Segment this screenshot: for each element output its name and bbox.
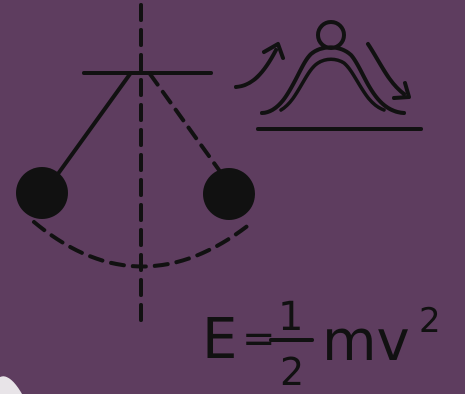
- formula-denominator: 2: [280, 350, 304, 394]
- kinetic-energy-formula: E = 1 2 mv 2: [202, 294, 441, 394]
- board-corner-highlight: [0, 376, 22, 394]
- motion-arrowhead-up: [262, 42, 285, 60]
- bell-curve-with-person-icon: [234, 20, 423, 131]
- pendulum-bob-right: [203, 168, 255, 220]
- person-head: [316, 20, 346, 50]
- pendulum-string-dashed: [148, 72, 221, 172]
- pendulum-icon: [16, 3, 255, 324]
- pendulum-bob-left: [16, 167, 68, 219]
- pendulum-string: [53, 72, 132, 180]
- formula-lhs: E: [202, 307, 237, 372]
- motion-arrow-up: [234, 48, 278, 89]
- motion-arrowhead-down: [392, 81, 411, 100]
- motion-arrow-down: [366, 42, 406, 96]
- formula-numerator: 1: [278, 294, 303, 340]
- formula-exponent: 2: [419, 301, 441, 341]
- bell-curve-outer: [260, 45, 406, 115]
- pendulum-swing-arc: [32, 220, 252, 269]
- formula-variables: mv: [322, 309, 410, 374]
- bell-curve-inner: [279, 57, 386, 112]
